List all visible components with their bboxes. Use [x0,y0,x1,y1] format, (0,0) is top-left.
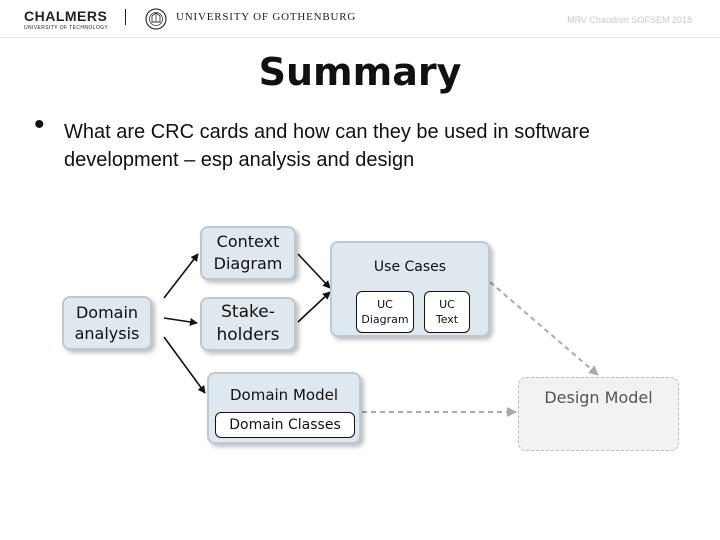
design-model-label: Design Model [544,388,653,407]
context-diagram-label: Context Diagram [213,232,283,273]
bullet-marker: • [34,108,45,141]
domain-classes-box: Domain Classes [215,412,355,438]
domain-model-box: Domain Model Domain Classes [207,372,361,444]
university-crest-icon [145,8,167,30]
uc-text-box: UC Text [424,291,470,333]
chalmers-logo-name: CHALMERS [24,8,108,24]
gothenburg-logo-text: UNIVERSITY OF GOTHENBURG [176,11,357,23]
arrow-domain-to-stakeholders [163,317,198,326]
bullet-text: What are CRC cards and how can they be u… [64,121,590,171]
chalmers-logo: CHALMERS UNIVERSITY OF TECHNOLOGY [24,9,108,31]
stakeholders-label: Stake-holders [216,302,280,345]
uc-diagram-box: UC Diagram [356,291,414,333]
slide-title: Summary [258,50,462,94]
slide-header: CHALMERS UNIVERSITY OF TECHNOLOGY UNIVER… [0,0,720,38]
header-author-text: MRV Chaudron SOFSEM 2018 [567,15,692,25]
arrow-domain-to-domain-model [163,336,206,394]
arrow-domain-to-context [163,253,199,299]
context-diagram-box: Context Diagram [200,226,296,280]
chalmers-logo-subtitle: UNIVERSITY OF TECHNOLOGY [24,25,109,31]
domain-analysis-label: Domain analysis [74,303,140,343]
domain-classes-label: Domain Classes [229,417,341,433]
use-cases-box: Use Cases UC Diagram UC Text [330,241,490,337]
uc-diagram-label: UC Diagram [361,298,409,326]
header-divider [0,37,720,38]
uc-text-label: UC Text [435,298,459,326]
arrow-usecases-to-design [489,281,599,376]
arrow-context-to-usecases [297,253,331,289]
use-cases-label: Use Cases [373,259,447,275]
stakeholders-box: Stake-holders [200,297,296,351]
arrow-stakeholders-to-usecases [297,291,331,323]
design-model-box: Design Model [518,377,679,451]
domain-analysis-box: Domain analysis [62,296,152,350]
logo-separator [125,9,126,25]
domain-model-label: Domain Model [229,386,338,404]
